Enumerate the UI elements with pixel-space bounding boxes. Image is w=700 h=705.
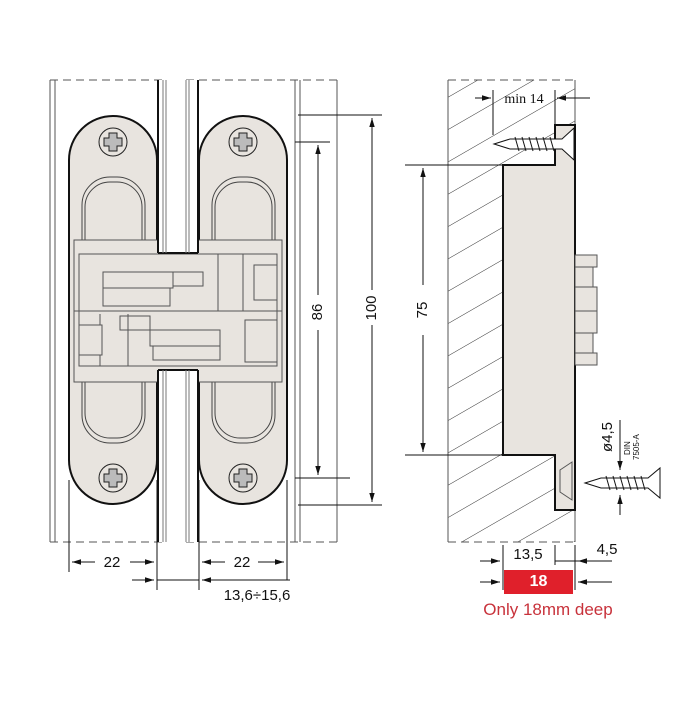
dim-body-depth: 13,5 xyxy=(513,546,542,563)
dimension-lines-side xyxy=(405,90,623,590)
hinge-mechanism xyxy=(73,239,283,383)
side-view: min 14 75 ø4,5 DIN 7505-A 13,5 4,5 xyxy=(405,79,661,590)
dim-hinge-height: 100 xyxy=(363,295,380,320)
dim-flange-depth: 4,5 xyxy=(597,541,618,558)
dim-width-left: 22 xyxy=(104,554,121,571)
total-depth-badge: 18 xyxy=(504,570,573,594)
dim-door-gap: 13,6÷15,6 xyxy=(224,587,291,604)
dim-body-height: 75 xyxy=(414,302,431,319)
mechanism-stubs xyxy=(574,254,598,366)
depth-caption: Only 18mm deep xyxy=(483,600,613,619)
wood-screw-icon xyxy=(492,126,575,162)
screw-head-icon xyxy=(98,463,128,493)
screw-standard-code: 7505-A xyxy=(632,434,641,460)
screw-head-icon xyxy=(228,127,258,157)
front-view: 100 86 22 22 13,6÷15,6 xyxy=(49,79,382,604)
screw-standard-din: DIN xyxy=(623,441,632,455)
wood-screw-icon xyxy=(583,466,661,500)
dimension-lines-front xyxy=(68,114,382,590)
screw-head-icon xyxy=(98,127,128,157)
dim-screw-spacing: 86 xyxy=(309,304,326,321)
screw-head-icon xyxy=(228,463,258,493)
hinge-body-section xyxy=(502,124,576,511)
dim-width-right: 22 xyxy=(234,554,251,571)
hinge-gap xyxy=(157,80,199,542)
dim-min-depth: min 14 xyxy=(504,92,543,107)
dim-screw-diameter: ø4,5 xyxy=(599,422,616,452)
